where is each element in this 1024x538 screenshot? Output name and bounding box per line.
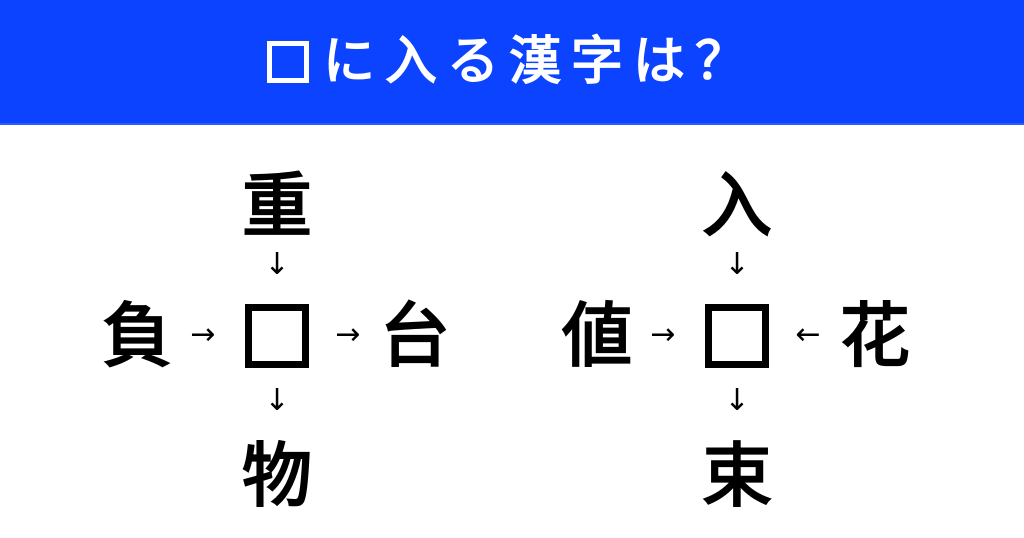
title-text: に入る漢字は？ <box>322 31 757 92</box>
puzzle-2-right-kanji: 花 <box>840 295 910 377</box>
blank-square-icon <box>266 40 309 83</box>
page-title: に入る漢字は？ <box>266 31 757 92</box>
puzzle-1-left-kanji: 負 <box>102 295 172 377</box>
puzzle-2-left-kanji: 値 <box>562 295 632 377</box>
down-arrow-icon: ↓ <box>724 383 750 418</box>
puzzle-1-bottom-kanji: 物 <box>242 435 312 517</box>
left-arrow-icon: ← <box>795 317 821 352</box>
right-arrow-icon: → <box>335 317 361 352</box>
down-arrow-icon: ↓ <box>724 247 750 282</box>
puzzle-2-blank-box[interactable] <box>705 304 769 368</box>
puzzle-2-bottom-kanji: 束 <box>702 435 772 517</box>
puzzle-1-right-kanji: 台 <box>380 295 450 377</box>
right-arrow-icon: → <box>190 317 216 352</box>
header-banner: に入る漢字は？ <box>0 0 1024 125</box>
puzzle-2-top-kanji: 入 <box>702 165 772 247</box>
puzzle-1-top-kanji: 重 <box>242 165 312 247</box>
down-arrow-icon: ↓ <box>264 247 290 282</box>
puzzle-1-blank-box[interactable] <box>245 304 309 368</box>
right-arrow-icon: → <box>650 317 676 352</box>
down-arrow-icon: ↓ <box>264 383 290 418</box>
